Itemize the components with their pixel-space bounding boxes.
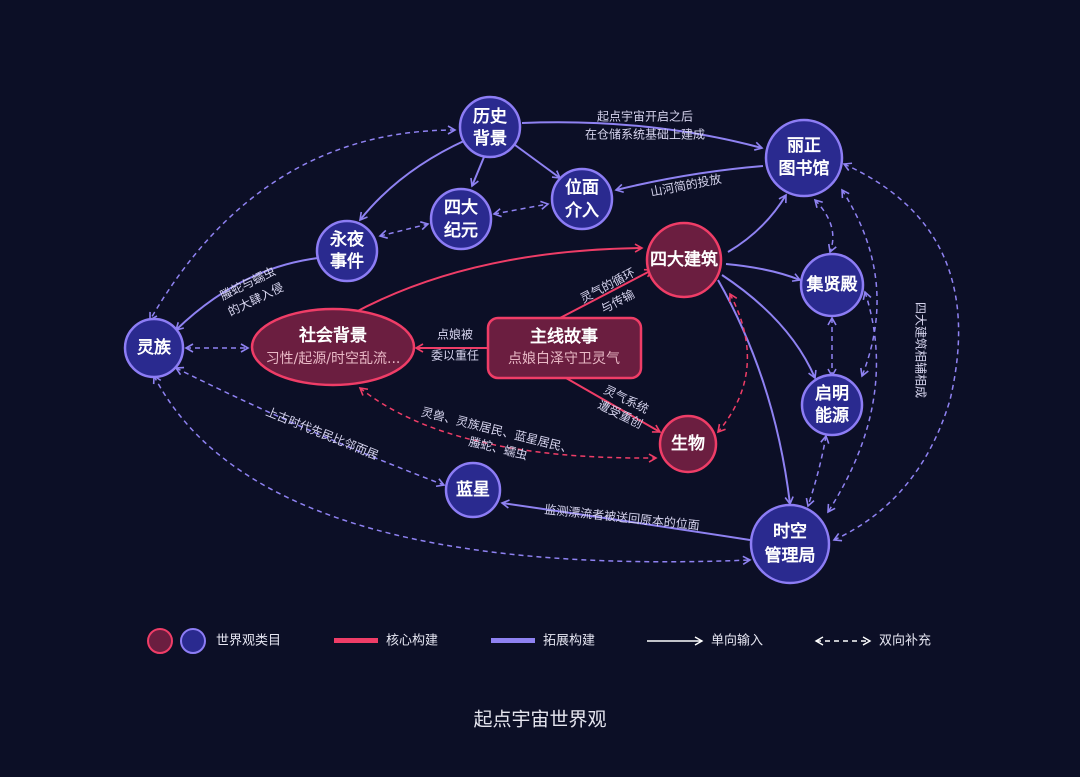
legend-extended: 拓展构建 [491, 634, 595, 649]
edges-core [351, 243, 749, 463]
edge-library-bureau-outer [832, 162, 960, 542]
legend-core-swatch [334, 638, 378, 643]
legend-core: 核心构建 [334, 634, 438, 649]
node-society[interactable]: 社会背景 习性/起源/时空乱流... [250, 307, 416, 387]
node-energy-label-1: 启明 [815, 383, 849, 404]
legend-one-way: 单向输入 [647, 633, 763, 649]
node-library-label-1: 丽正 [787, 136, 821, 156]
edge-buildings-energy [721, 274, 817, 380]
edge-buildings-bureau [717, 279, 794, 506]
node-night-label-2: 事件 [330, 251, 364, 272]
node-energy[interactable]: 启明 能源 [800, 373, 864, 437]
edge-history-eras [470, 156, 485, 188]
edge-society-buildings [351, 243, 644, 315]
nodes: 历史 背景 丽正 图书馆 四大 纪元 位面 介入 永夜 事件 [123, 95, 865, 585]
node-society-subtitle: 习性/起源/时空乱流... [266, 351, 401, 367]
node-eras-label-2: 纪元 [444, 220, 478, 241]
edge-story-buildings [559, 268, 654, 319]
node-buildings[interactable]: 四大建筑 [645, 221, 723, 299]
legend-extended-node-swatch [180, 628, 206, 654]
label-history-library-1: 起点宇宙开启之后 [597, 109, 693, 124]
node-night-event[interactable]: 永夜 事件 [315, 219, 379, 283]
legend-two-way-label: 双向补充 [879, 633, 931, 649]
label-buildings-complement: 四大建筑相辅相成 [914, 302, 929, 398]
node-history[interactable]: 历史 背景 [458, 95, 522, 159]
edge-eras-plane [492, 200, 550, 218]
edges-complement [149, 125, 960, 565]
node-plane-label-1: 位面 [565, 177, 599, 198]
edge-history-lingzu [149, 125, 457, 322]
edge-library-hall [813, 198, 837, 254]
edge-buildings-library [727, 193, 787, 253]
node-plane-label-2: 介入 [564, 200, 599, 221]
node-bureau-label-1: 时空 [773, 521, 807, 542]
legend-one-way-label: 单向输入 [711, 633, 763, 649]
node-creatures-label: 生物 [671, 433, 705, 454]
edge-library-plane [614, 165, 764, 194]
node-lingzu[interactable]: 灵族 [123, 317, 185, 379]
node-bluestar-label: 蓝星 [456, 480, 490, 500]
node-buildings-label: 四大建筑 [650, 249, 718, 270]
node-plane[interactable]: 位面 介入 [550, 167, 614, 231]
node-creatures[interactable]: 生物 [658, 414, 718, 474]
node-eras-label-1: 四大 [444, 197, 478, 218]
label-story-society-1: 点娘被 [437, 327, 473, 342]
label-story-society-2: 委以重任 [431, 349, 479, 363]
legend-extended-swatch [491, 638, 535, 643]
edge-buildings-hall [725, 263, 802, 282]
legend-category-label: 世界观类目 [216, 634, 281, 649]
node-bureau-label-2: 管理局 [765, 545, 816, 566]
node-lingzu-label: 灵族 [137, 337, 172, 358]
node-history-label-1: 历史 [473, 106, 508, 127]
node-bureau[interactable]: 时空 管理局 [749, 503, 831, 585]
legend-category: 世界观类目 [147, 628, 281, 654]
node-eras[interactable]: 四大 纪元 [429, 187, 493, 251]
edge-society-creatures [358, 386, 658, 463]
node-night-label-1: 永夜 [329, 229, 365, 250]
label-lingzu-bluestar: 上古时代先民比邻而居 [264, 404, 381, 463]
edge-lingzu-bureau [152, 374, 752, 565]
node-history-label-2: 背景 [473, 128, 507, 149]
edge-history-library [521, 121, 764, 151]
node-story-title: 主线故事 [530, 326, 598, 347]
node-energy-label-2: 能源 [815, 405, 849, 426]
node-hall[interactable]: 集贤殿 [799, 252, 865, 318]
edge-energy-bureau [805, 434, 830, 508]
legend-two-way: 双向补充 [814, 633, 931, 649]
legend-core-node-swatch [147, 628, 173, 654]
label-history-library-2: 在仓储系统基础上建成 [585, 127, 705, 142]
edge-buildings-creatures [716, 292, 749, 434]
footer-title: 起点宇宙世界观 [473, 709, 606, 731]
edge-history-plane [514, 144, 562, 179]
node-library-label-2: 图书馆 [779, 158, 830, 179]
legend-extended-label: 拓展构建 [543, 634, 595, 649]
node-story-subtitle: 点娘白泽守卫灵气 [508, 351, 620, 367]
node-blue-star[interactable]: 蓝星 [444, 461, 502, 519]
legend-core-label: 核心构建 [386, 634, 438, 649]
label-bureau-bluestar: 监测漂流者被送回原本的位面 [544, 501, 701, 532]
edge-night-eras [378, 221, 430, 239]
legend: 世界观类目 核心构建 拓展构建 单向输入 双向补充 [147, 628, 931, 654]
node-main-story[interactable]: 主线故事 点娘白泽守卫灵气 [486, 316, 643, 380]
node-hall-label: 集贤殿 [806, 274, 859, 295]
node-library[interactable]: 丽正 图书馆 [764, 118, 844, 198]
node-society-title: 社会背景 [298, 325, 367, 346]
